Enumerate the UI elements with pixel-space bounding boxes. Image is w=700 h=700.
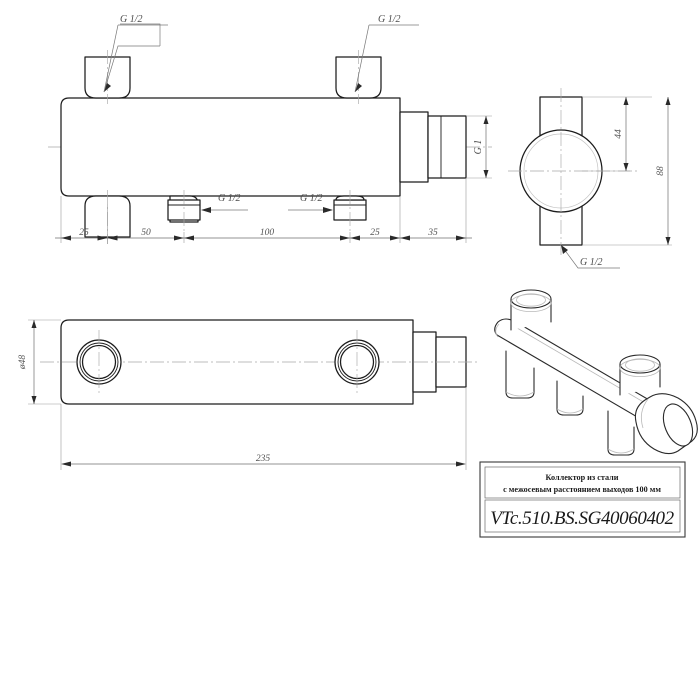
callout-arrow-top-right — [355, 83, 362, 92]
side-callout-leader — [560, 244, 620, 269]
front-body-outline — [60, 97, 401, 197]
callout-label-side: G 1/2 — [580, 257, 603, 268]
dim-label-plan-length: 235 — [256, 454, 271, 464]
plan-port-right — [334, 330, 380, 394]
plan-body-outline — [60, 319, 414, 405]
callout-leader-line-top-right — [354, 24, 370, 93]
iso-top-highlight — [511, 324, 653, 408]
side-arrow-44-bottom — [623, 163, 629, 171]
iso-left-cap-edge — [495, 323, 500, 338]
callout-arrow-bottom-left — [201, 207, 211, 213]
g1-arrow-bottom — [483, 170, 489, 178]
plan-arrow-235-right — [456, 461, 466, 467]
dim-label-front-25a: 25 — [79, 228, 89, 238]
side-callout-arrow — [561, 245, 568, 254]
plan-port-left — [76, 330, 122, 394]
front-right-thread-end — [427, 115, 467, 179]
title-block-partnumber-frame — [484, 499, 681, 533]
callout-label-bottom-right: G 1/2 — [300, 193, 323, 204]
title-block: Коллектор из стали с межосевым расстояни… — [479, 461, 686, 538]
iso-port-bottom-left — [505, 350, 535, 399]
side-section-view: 44 88 G 1/2 — [508, 88, 672, 269]
dim-label-front-35: 35 — [427, 228, 438, 238]
callout-arrow-bottom-right — [323, 207, 333, 213]
plan-arrow-d48-bottom — [31, 396, 37, 404]
front-elevation-view: G 1/2 G 1/2 G 1/2 G 1/2 G 1 — [48, 14, 492, 244]
dim-label-plan-diameter: ø48 — [18, 355, 28, 371]
dim-label-side-44: 44 — [614, 129, 624, 139]
title-block-outer-frame — [479, 461, 686, 538]
g1-arrow-top — [483, 116, 489, 124]
iso-port-bottom-middle — [556, 380, 584, 416]
callout-label-g1: G 1 — [473, 140, 484, 155]
iso-port-top-right — [619, 354, 661, 396]
title-description-line-2: с межосевым расстоянием выходов 100 мм — [503, 485, 661, 494]
callout-leader-top-left — [103, 45, 160, 93]
iso-port-bottom-right — [607, 410, 635, 456]
front-right-collar — [399, 111, 429, 183]
callout-leader-line-top-left — [103, 24, 119, 93]
isometric-3d-view — [494, 289, 698, 456]
title-description-line-1: Коллектор из стали — [546, 473, 619, 482]
dim-label-front-50: 50 — [141, 228, 151, 238]
iso-threaded-end — [634, 393, 698, 455]
callout-underline-top-left-spacer — [120, 23, 161, 46]
side-arrow-88-bottom — [665, 237, 671, 245]
plan-arrow-d48-top — [31, 320, 37, 328]
dim-label-front-100: 100 — [260, 228, 275, 238]
side-arrow-44-top — [623, 97, 629, 105]
title-block-description-frame — [484, 466, 681, 499]
plan-arrow-235-left — [61, 461, 71, 467]
title-part-number: VTc.510.BS.SG40060402 — [490, 508, 674, 529]
dim-label-front-25b: 25 — [370, 228, 380, 238]
callout-label-top-right: G 1/2 — [378, 14, 401, 25]
dim-label-side-88: 88 — [656, 166, 666, 176]
callout-label-bottom-left: G 1/2 — [218, 193, 241, 204]
dim-arrows-front — [61, 235, 466, 241]
plan-top-view: ø48 235 — [18, 319, 480, 470]
iso-port-top-left — [510, 289, 552, 331]
callout-label-top-left: G 1/2 — [120, 14, 143, 25]
side-arrow-88-top — [665, 97, 671, 105]
callout-arrow-top-left — [104, 83, 111, 92]
